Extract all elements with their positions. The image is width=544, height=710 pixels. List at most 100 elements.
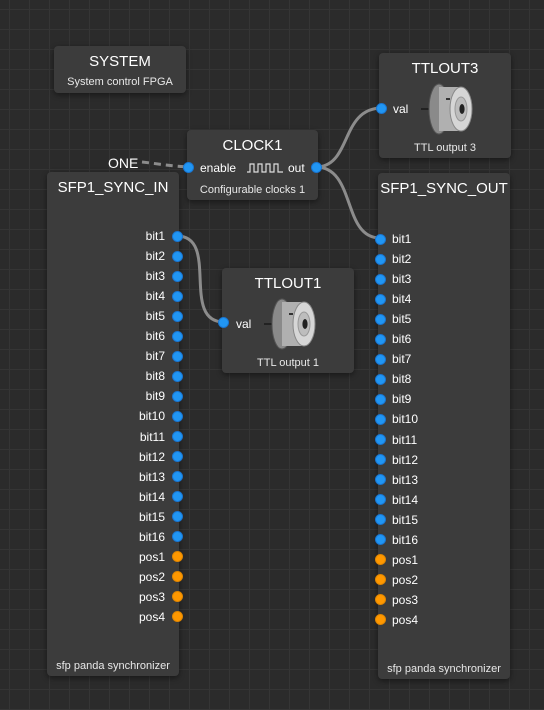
block-clock1[interactable]: CLOCK1 enable out Configurable clocks 1 <box>187 130 318 200</box>
port-label-bit1: bit1 <box>145 229 165 243</box>
port-label-bit3: bit3 <box>145 269 165 284</box>
port-sfp1-sync-in-pos1[interactable] <box>171 551 183 563</box>
port-sfp1-sync-in-bit5[interactable] <box>171 310 183 322</box>
port-sfp1-sync-in-pos2[interactable] <box>171 571 183 583</box>
port-label-pos2: pos2 <box>138 569 165 584</box>
port-label-val: val <box>236 317 252 331</box>
port-sfp1-sync-in-bit16[interactable] <box>171 531 183 543</box>
block-ttlout3[interactable]: TTLOUT3 val TTL output 3 <box>379 53 511 158</box>
port-sfp1-sync-in-bit6[interactable] <box>171 330 183 342</box>
port-label-bit14: bit14 <box>392 492 419 507</box>
port-label-bit12: bit12 <box>138 449 165 464</box>
port-sfp1-sync-in-bit10[interactable] <box>171 410 183 422</box>
port-label-bit9: bit9 <box>392 392 412 407</box>
ttl-connector-icon <box>264 298 316 350</box>
port-label-bit16: bit16 <box>138 529 165 544</box>
wire-one-to-clock1-enable[interactable] <box>141 160 190 169</box>
port-sfp1-sync-in-bit3[interactable] <box>171 270 183 282</box>
port-sfp1-sync-out-pos4[interactable] <box>374 614 386 626</box>
port-label-bit15: bit15 <box>392 512 419 527</box>
port-label-pos3: pos3 <box>392 592 419 607</box>
port-sfp1-sync-out-bit7[interactable] <box>374 353 386 365</box>
port-sfp1-sync-in-bit12[interactable] <box>171 451 183 463</box>
port-sfp1-sync-out-bit16[interactable] <box>374 534 386 546</box>
block-title: SYSTEM <box>89 53 151 70</box>
port-label-bit12: bit12 <box>392 452 419 467</box>
port-label-bit13: bit13 <box>392 472 419 487</box>
port-label-bit10: bit10 <box>392 412 419 427</box>
port-sfp1-sync-out-bit3[interactable] <box>374 273 386 285</box>
block-description: TTL output 3 <box>414 142 476 154</box>
port-sfp1-sync-in-bit14[interactable] <box>171 491 183 503</box>
port-sfp1-sync-out-bit12[interactable] <box>374 454 386 466</box>
port-sfp1-sync-out-bit11[interactable] <box>374 434 386 445</box>
port-sfp1-sync-in-bit7[interactable] <box>171 350 183 362</box>
port-sfp1-sync-in-bit13[interactable] <box>171 471 183 483</box>
port-label-pos3: pos3 <box>138 589 165 604</box>
port-sfp1-sync-in-bit9[interactable] <box>171 390 183 402</box>
const-one-label: ONE <box>108 155 139 171</box>
port-label-bit8: bit8 <box>392 372 412 387</box>
port-sfp1-sync-out-bit15[interactable] <box>374 514 386 526</box>
block-title: TTLOUT1 <box>254 275 322 292</box>
port-ttlout1-val[interactable] <box>218 317 229 328</box>
port-label-pos1: pos1 <box>392 552 419 567</box>
port-label-bit5: bit5 <box>392 312 412 327</box>
block-description: sfp panda synchronizer <box>387 663 501 675</box>
port-sfp1-sync-in-bit2[interactable] <box>171 250 183 262</box>
port-sfp1-sync-out-bit10[interactable] <box>374 413 386 425</box>
port-sfp1-sync-out-pos1[interactable] <box>374 554 386 566</box>
port-label-out: out <box>288 161 305 175</box>
port-sfp1-sync-out-bit13[interactable] <box>374 474 386 486</box>
port-sfp1-sync-in-pos3[interactable] <box>171 591 183 603</box>
port-label-bit4: bit4 <box>392 292 412 307</box>
port-sfp1-sync-in-bit1[interactable] <box>171 230 183 242</box>
port-label-bit14: bit14 <box>138 489 165 504</box>
port-label-bit6: bit6 <box>392 332 412 347</box>
port-sfp1-sync-in-bit8[interactable] <box>171 370 183 382</box>
port-sfp1-sync-in-bit15[interactable] <box>171 511 183 523</box>
port-label-pos4: pos4 <box>392 612 419 627</box>
port-ttlout3-val[interactable] <box>376 103 387 114</box>
block-title: CLOCK1 <box>222 137 283 154</box>
wire-clock1-out-to-ttlout3-val[interactable] <box>315 106 383 169</box>
wire-clock1-out-to-sfp1-sync-out-bit1[interactable] <box>315 165 381 240</box>
block-description: Configurable clocks 1 <box>199 184 306 196</box>
port-sfp1-sync-in-bit11[interactable] <box>171 431 183 442</box>
clock-waveform-icon <box>247 163 283 173</box>
port-label-bit2: bit2 <box>392 252 412 267</box>
block-title: SFP1_SYNC_IN <box>57 179 169 196</box>
port-label-bit8: bit8 <box>145 369 165 384</box>
port-sfp1-sync-out-bit14[interactable] <box>374 494 386 506</box>
port-label-bit9: bit9 <box>145 389 165 404</box>
block-description: System control FPGA <box>67 76 173 88</box>
port-label-pos2: pos2 <box>392 572 419 587</box>
block-ttlout1[interactable]: TTLOUT1 val TTL output 1 <box>222 268 354 373</box>
port-sfp1-sync-in-bit4[interactable] <box>171 290 183 302</box>
block-description: sfp panda synchronizer <box>56 660 170 672</box>
port-label-bit16: bit16 <box>392 532 419 547</box>
port-label-bit11: bit11 <box>139 429 165 444</box>
port-sfp1-sync-out-pos2[interactable] <box>374 574 386 586</box>
port-label-bit13: bit13 <box>138 469 165 484</box>
port-sfp1-sync-out-pos3[interactable] <box>374 594 386 606</box>
port-label-bit1: bit1 <box>392 232 412 246</box>
port-sfp1-sync-out-bit4[interactable] <box>374 293 386 305</box>
block-title: SFP1_SYNC_OUT <box>380 180 508 197</box>
wire-sfp1-sync-in-bit1-to-ttlout1-val[interactable] <box>176 234 225 324</box>
port-label-bit2: bit2 <box>145 249 165 264</box>
port-sfp1-sync-out-bit2[interactable] <box>374 253 386 265</box>
block-system[interactable]: SYSTEM System control FPGA <box>54 46 186 93</box>
port-sfp1-sync-out-bit8[interactable] <box>374 373 386 385</box>
port-sfp1-sync-out-bit1[interactable] <box>374 233 386 245</box>
port-sfp1-sync-out-bit5[interactable] <box>374 313 386 325</box>
block-description: TTL output 1 <box>257 357 319 369</box>
block-sfp1-sync-out[interactable]: SFP1_SYNC_OUT sfp panda synchronizer bit… <box>378 173 510 679</box>
port-clock1-out[interactable] <box>311 162 322 173</box>
port-clock1-enable[interactable] <box>183 162 194 173</box>
port-sfp1-sync-out-bit9[interactable] <box>374 393 386 405</box>
port-sfp1-sync-in-pos4[interactable] <box>171 611 183 623</box>
block-sfp1-sync-in[interactable]: SFP1_SYNC_IN sfp panda synchronizer bit1… <box>47 172 179 676</box>
port-sfp1-sync-out-bit6[interactable] <box>374 333 386 345</box>
